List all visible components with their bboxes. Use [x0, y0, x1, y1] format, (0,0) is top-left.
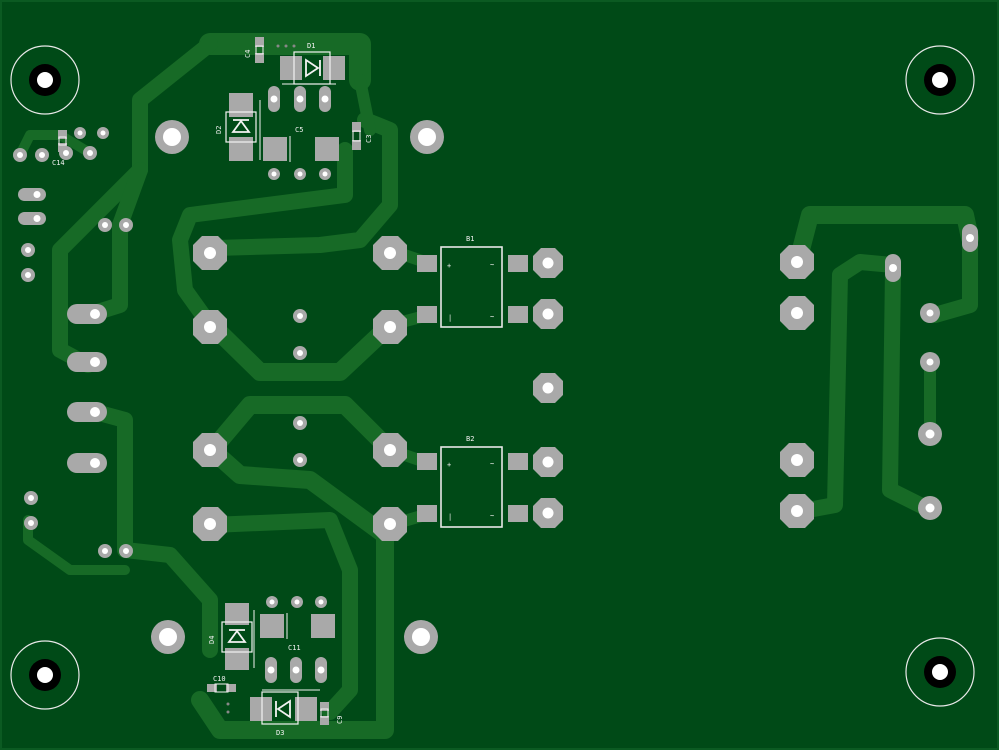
- b2-ac-1: ~: [490, 460, 494, 468]
- label-d1: D1: [307, 42, 315, 50]
- label-c9: C9: [336, 716, 344, 724]
- mounting-hole-top-left: [10, 45, 80, 115]
- label-d4: D4: [208, 636, 216, 644]
- left-connectors: C14: [13, 127, 133, 558]
- b1-plus: +: [447, 262, 451, 270]
- label-b2: B2: [466, 435, 474, 443]
- b2-plus: +: [447, 461, 451, 469]
- label-c3: C3: [365, 135, 373, 143]
- label-c5: C5: [295, 126, 303, 134]
- b2-minus: |: [448, 513, 452, 521]
- bridge-b1: B1 + | ~ ~: [417, 235, 563, 403]
- b1-ac-2: ~: [490, 313, 494, 321]
- rectifier-pads: [193, 236, 407, 541]
- label-c14: C14: [52, 159, 65, 167]
- label-d2: D2: [215, 126, 223, 134]
- mounting-hole-bottom-right: [905, 637, 975, 707]
- bridge-b2: B2 + | ~ ~: [417, 435, 563, 528]
- regulator-top: C4 D1 C5 D2 C3: [215, 37, 373, 180]
- right-connectors: [780, 224, 978, 528]
- mounting-hole-top-right: [905, 45, 975, 115]
- regulator-bottom: D4 C11 C10 D3 C9: [207, 596, 344, 737]
- mounting-hole-bottom-left: [10, 640, 80, 710]
- label-b1: B1: [466, 235, 474, 243]
- copper-traces: [15, 33, 979, 739]
- label-c11: C11: [288, 644, 301, 652]
- standoff-holes: [151, 120, 444, 654]
- b1-ac-1: ~: [490, 261, 494, 269]
- b2-ac-2: ~: [490, 512, 494, 520]
- b1-minus: |: [448, 314, 452, 322]
- label-c10: C10: [213, 675, 226, 683]
- label-d3: D3: [276, 729, 284, 737]
- label-c4: C4: [244, 50, 252, 58]
- mounting-holes: [10, 45, 975, 710]
